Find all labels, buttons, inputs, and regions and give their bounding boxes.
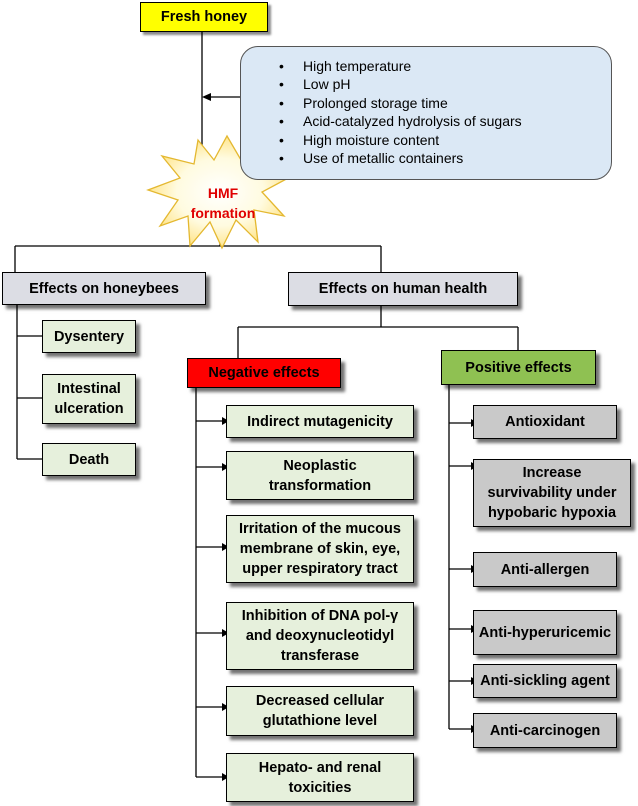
factor-item: Use of metallic containers xyxy=(279,149,611,168)
negative-item-label-line: transferase xyxy=(280,648,360,664)
hmf-formation-label: HMF formation xyxy=(170,183,276,223)
positive-item-label: Anti-allergen xyxy=(500,561,590,578)
factors-box: High temperature Low pH Prolonged storag… xyxy=(240,46,612,180)
positive-item-label-line: hypobaric hypoxia xyxy=(487,505,617,521)
honeybee-item-intestinal-ulceration: Intestinal ulceration xyxy=(42,374,136,424)
negative-item-label-line: upper respiratory tract xyxy=(242,561,398,577)
negative-item-label-line: Neoplastic xyxy=(283,457,357,474)
negative-item-label-line: Hepato- and renal xyxy=(258,759,382,776)
arrowhead-negative-2 xyxy=(222,463,229,471)
honeybee-item-label: Dysentery xyxy=(53,328,125,345)
hmf-label-line1: HMF xyxy=(207,185,239,201)
negative-effects-header: Negative effects xyxy=(187,358,341,388)
human-health-title: Effects on human health xyxy=(318,281,488,297)
positive-item-hypobaric-hypoxia-survivability: Increase survivability under hypobaric h… xyxy=(473,459,631,527)
effects-on-honeybees-box: Effects on honeybees xyxy=(2,272,206,305)
positive-item-anti-allergen: Anti-allergen xyxy=(473,552,617,587)
negative-item-label-line: membrane of skin, eye, xyxy=(239,541,401,557)
positive-item-label-line: survivability under xyxy=(487,485,617,501)
negative-item-label-line: glutathione level xyxy=(262,713,378,729)
factor-item: Low pH xyxy=(279,75,611,94)
negative-item-label: Indirect mutagenicity xyxy=(247,413,393,430)
negative-item-neoplastic-transformation: Neoplastic transformation xyxy=(226,451,414,500)
negative-item-decreased-glutathione: Decreased cellular glutathione level xyxy=(226,686,414,736)
negative-effects-title: Negative effects xyxy=(208,365,320,381)
positive-item-label: Antioxidant xyxy=(505,414,585,430)
negative-item-label-line: Inhibition of DNA pol-γ xyxy=(241,608,399,624)
factor-item: High moisture content xyxy=(279,131,611,150)
negative-item-dna-polymerase-inhibition: Inhibition of DNA pol-γ and deoxynucleot… xyxy=(226,602,414,670)
honeybees-title: Effects on honeybees xyxy=(29,280,179,297)
effects-on-human-health-box: Effects on human health xyxy=(288,272,518,306)
factor-item: Prolonged storage time xyxy=(279,94,611,113)
negative-item-hepato-renal-toxicities: Hepato- and renal toxicities xyxy=(226,753,414,802)
negative-item-label-line: Irritation of the mucous xyxy=(239,521,401,537)
arrowhead-negative-4 xyxy=(222,629,229,637)
negative-item-label-line: toxicities xyxy=(288,779,352,796)
factor-item: High temperature xyxy=(279,57,611,76)
hmf-label-line2: formation xyxy=(190,205,256,221)
positive-effects-header: Positive effects xyxy=(441,350,596,385)
honeybee-item-dysentery: Dysentery xyxy=(42,320,136,353)
positive-item-label: Anti-hyperuricemic xyxy=(478,624,612,641)
fresh-honey-label: Fresh honey xyxy=(160,9,248,25)
negative-item-label-line: transformation xyxy=(268,477,372,494)
negative-item-label-line: and deoxynucleotidyl xyxy=(245,628,395,644)
honeybee-item-label: Death xyxy=(68,451,110,468)
honeybee-item-label-line: ulceration xyxy=(54,401,124,417)
arrowhead-into-main xyxy=(202,93,211,101)
positive-item-label-line: Increase xyxy=(522,465,582,481)
positive-item-anti-sickling-agent: Anti-sickling agent xyxy=(473,664,617,698)
honeybee-item-label-line: Intestinal xyxy=(57,381,121,397)
positive-item-anti-hyperuricemic: Anti-hyperuricemic xyxy=(473,610,617,655)
positive-item-anti-carcinogen: Anti-carcinogen xyxy=(473,713,617,748)
positive-item-label: Anti-sickling agent xyxy=(480,673,610,689)
positive-item-antioxidant: Antioxidant xyxy=(473,405,617,439)
arrowhead-negative-5 xyxy=(222,703,229,711)
negative-item-mucous-membrane-irritation: Irritation of the mucous membrane of ski… xyxy=(226,515,414,583)
fresh-honey-box: Fresh honey xyxy=(140,2,268,32)
arrowhead-negative-6 xyxy=(222,773,229,781)
positive-item-label: Anti-carcinogen xyxy=(489,722,601,739)
negative-item-indirect-mutagenicity: Indirect mutagenicity xyxy=(226,405,414,438)
arrowhead-negative-3 xyxy=(222,543,229,551)
honeybee-item-death: Death xyxy=(42,443,136,476)
factor-item: Acid-catalyzed hydrolysis of sugars xyxy=(279,112,611,131)
arrowhead-negative-1 xyxy=(222,417,229,425)
negative-item-label-line: Decreased cellular xyxy=(255,693,385,709)
positive-effects-title: Positive effects xyxy=(465,359,572,376)
